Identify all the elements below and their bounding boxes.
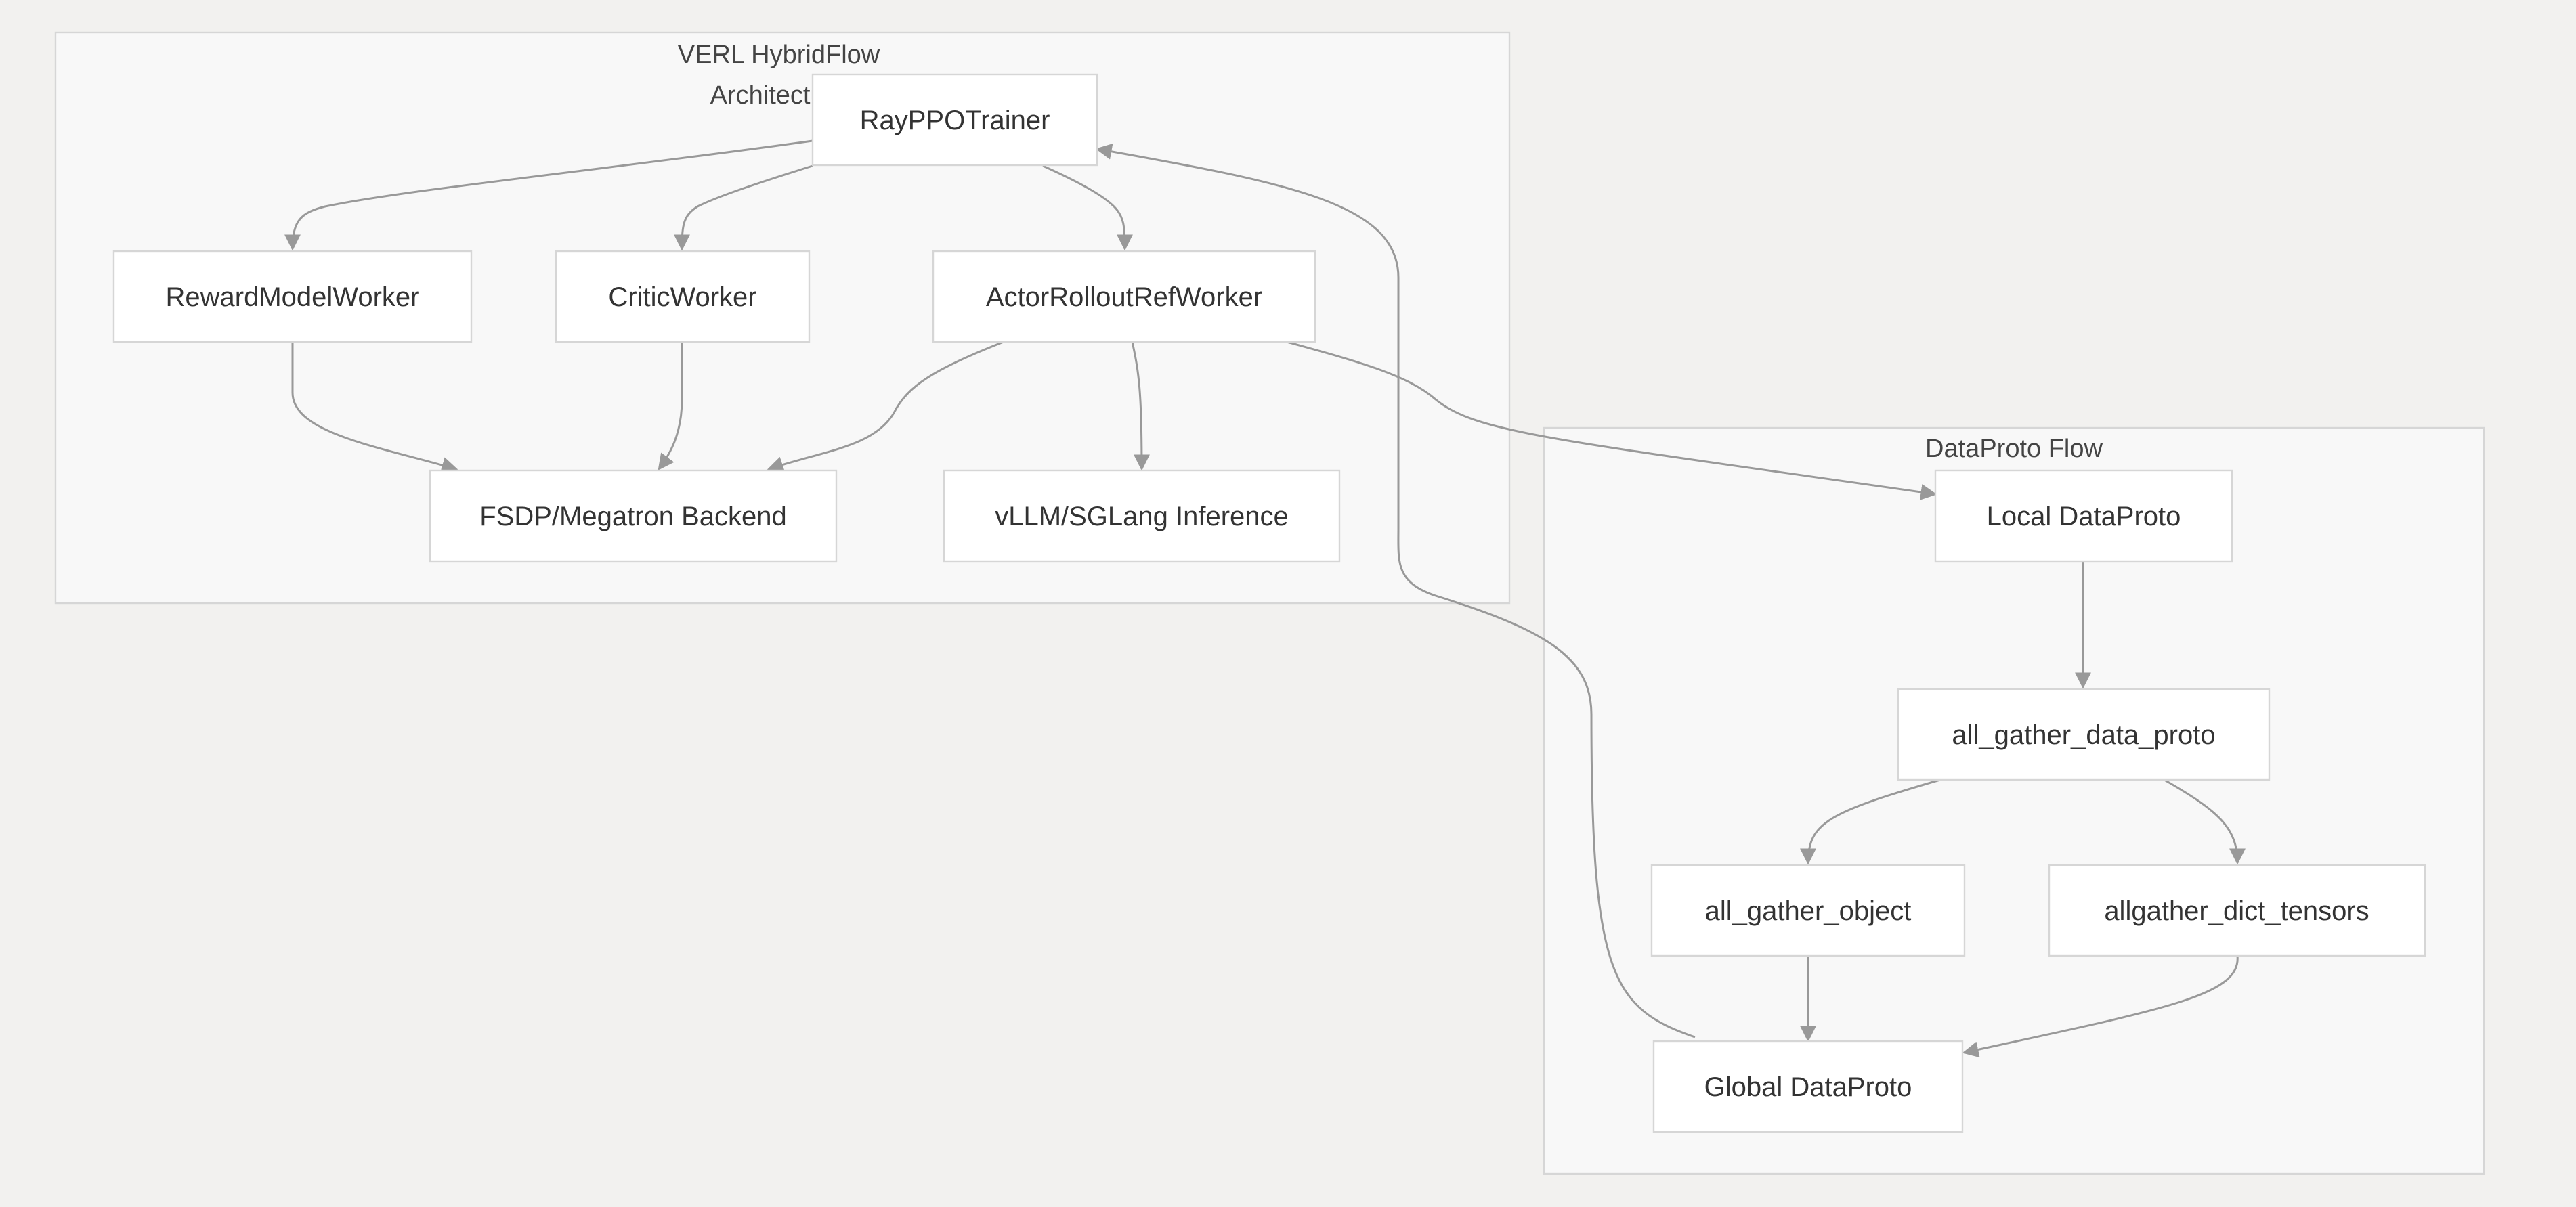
node-critic-worker-label: CriticWorker bbox=[608, 282, 756, 312]
node-local-dataproto[interactable]: Local DataProto bbox=[1934, 469, 2233, 563]
cluster-hybridflow-title-line1: VERL HybridFlow bbox=[678, 41, 880, 69]
edge-gdict-to-global bbox=[1962, 955, 2239, 1058]
node-all-gather-data-proto-label: all_gather_data_proto bbox=[1952, 720, 2215, 750]
node-fsdp-megatron-backend-label: FSDP/Megatron Backend bbox=[479, 502, 787, 531]
node-all-gather-object-label: all_gather_object bbox=[1705, 896, 1912, 926]
node-ray-ppo-trainer[interactable]: RayPPOTrainer bbox=[811, 73, 1098, 167]
node-local-dataproto-label: Local DataProto bbox=[1987, 502, 2181, 531]
node-allgather-dict-tensors[interactable]: allgather_dict_tensors bbox=[2048, 864, 2426, 957]
node-vllm-sglang-inference-label: vLLM/SGLang Inference bbox=[995, 502, 1289, 531]
edge-global-to-trainer bbox=[1095, 143, 1696, 1038]
node-allgather-dict-tensors-label: allgather_dict_tensors bbox=[2104, 896, 2369, 926]
edge-trainer-to-reward bbox=[284, 139, 813, 251]
node-actor-rollout-ref-worker-label: ActorRolloutRefWorker bbox=[986, 282, 1262, 312]
node-all-gather-data-proto[interactable]: all_gather_data_proto bbox=[1897, 688, 2271, 781]
node-ray-ppo-trainer-label: RayPPOTrainer bbox=[860, 106, 1050, 135]
edge-actor-to-local bbox=[1286, 341, 1937, 500]
edge-reward-to-fsdp bbox=[291, 342, 458, 473]
node-reward-model-worker-label: RewardModelWorker bbox=[166, 282, 420, 312]
edge-actor-to-vllm bbox=[1131, 341, 1150, 471]
node-reward-model-worker[interactable]: RewardModelWorker bbox=[112, 250, 473, 343]
edge-trainer-to-actor bbox=[1042, 164, 1133, 251]
node-all-gather-object[interactable]: all_gather_object bbox=[1650, 864, 1966, 957]
edge-actor-to-fsdp bbox=[767, 341, 1004, 473]
cluster-dataproto-title: DataProto Flow bbox=[1925, 435, 2103, 463]
edge-trainer-to-critic bbox=[674, 164, 813, 251]
node-global-dataproto-label: Global DataProto bbox=[1704, 1072, 1912, 1102]
node-global-dataproto[interactable]: Global DataProto bbox=[1652, 1040, 1964, 1133]
node-vllm-sglang-inference[interactable]: vLLM/SGLang Inference bbox=[943, 469, 1341, 563]
edge-gather-to-gdict bbox=[2164, 778, 2246, 865]
nodes: RayPPOTrainer RewardModelWorker CriticWo… bbox=[112, 73, 2426, 1133]
edges bbox=[284, 139, 2246, 1058]
node-critic-worker[interactable]: CriticWorker bbox=[555, 250, 811, 343]
edge-gather-to-gobj bbox=[1800, 778, 1941, 865]
node-actor-rollout-ref-worker[interactable]: ActorRolloutRefWorker bbox=[932, 250, 1316, 343]
node-fsdp-megatron-backend[interactable]: FSDP/Megatron Backend bbox=[429, 469, 838, 563]
edge-critic-to-fsdp bbox=[658, 342, 683, 470]
